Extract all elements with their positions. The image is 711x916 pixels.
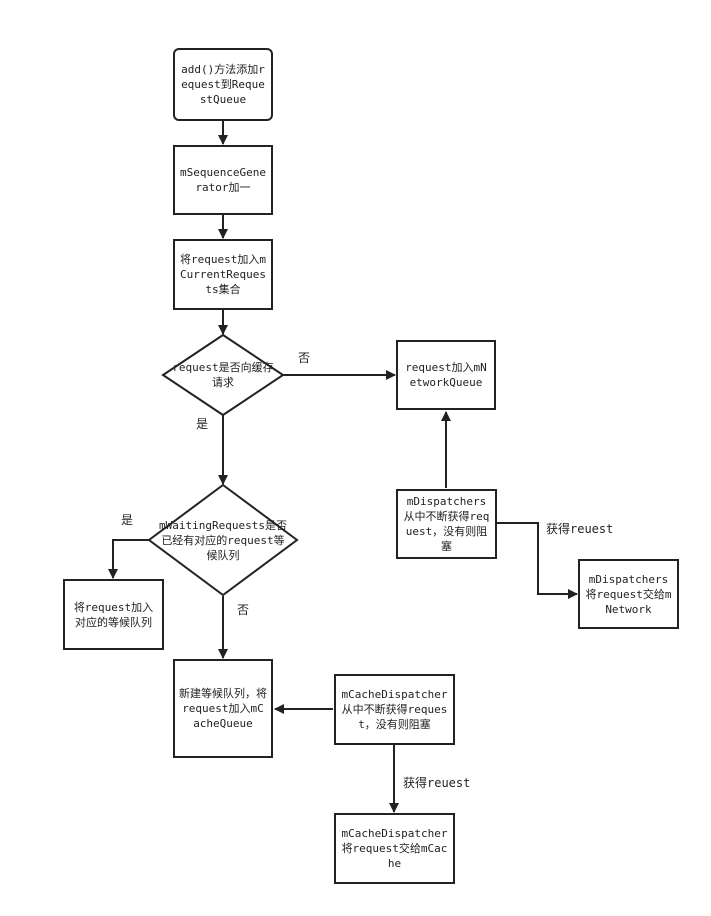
node-network-dispatcher-loop: mDispatchers从中不断获得request，没有则阻塞 xyxy=(396,489,497,559)
node-network-dispatcher-handoff: mDispatchers将request交给mNetwork xyxy=(578,559,679,629)
node-cache-dispatcher-handoff: mCacheDispatcher将request交给mCache xyxy=(334,813,455,884)
node-network-queue: request加入mNetworkQueue xyxy=(396,340,496,410)
label-cache-get: 获得reuest xyxy=(403,776,471,790)
label-cache-yes: 是 xyxy=(196,417,209,431)
decision-diamond-cache xyxy=(161,333,285,417)
decision-diamond-waiting xyxy=(147,483,299,597)
decision-cache-text: request是否向缓存请求 xyxy=(172,361,274,389)
label-network-get: 获得reuest xyxy=(546,522,614,536)
edge-waiting-yes-to-add xyxy=(108,539,149,579)
node-add-to-waiting-queue: 将request加入对应的等候队列 xyxy=(63,579,164,650)
node-sequence-generator: mSequenceGenerator加一 xyxy=(173,145,273,215)
node-cache-dispatcher-loop: mCacheDispatcher从中不断获得request，没有则阻塞 xyxy=(334,674,455,745)
node-add-current-requests: 将request加入mCurrentRequests集合 xyxy=(173,239,273,310)
decision-waiting-text: mWaitingRequests是否已经有对应的request等候队列 xyxy=(159,518,287,562)
label-waiting-no: 否 xyxy=(237,603,250,617)
edge-network-dispatcher-to-handoff xyxy=(497,522,578,599)
node-add-request: add()方法添加request到RequestQueue xyxy=(173,48,273,121)
node-new-waiting-queue: 新建等候队列，将request加入mCacheQueue xyxy=(173,659,273,758)
label-waiting-yes: 是 xyxy=(121,513,134,527)
label-cache-no: 否 xyxy=(298,351,311,365)
